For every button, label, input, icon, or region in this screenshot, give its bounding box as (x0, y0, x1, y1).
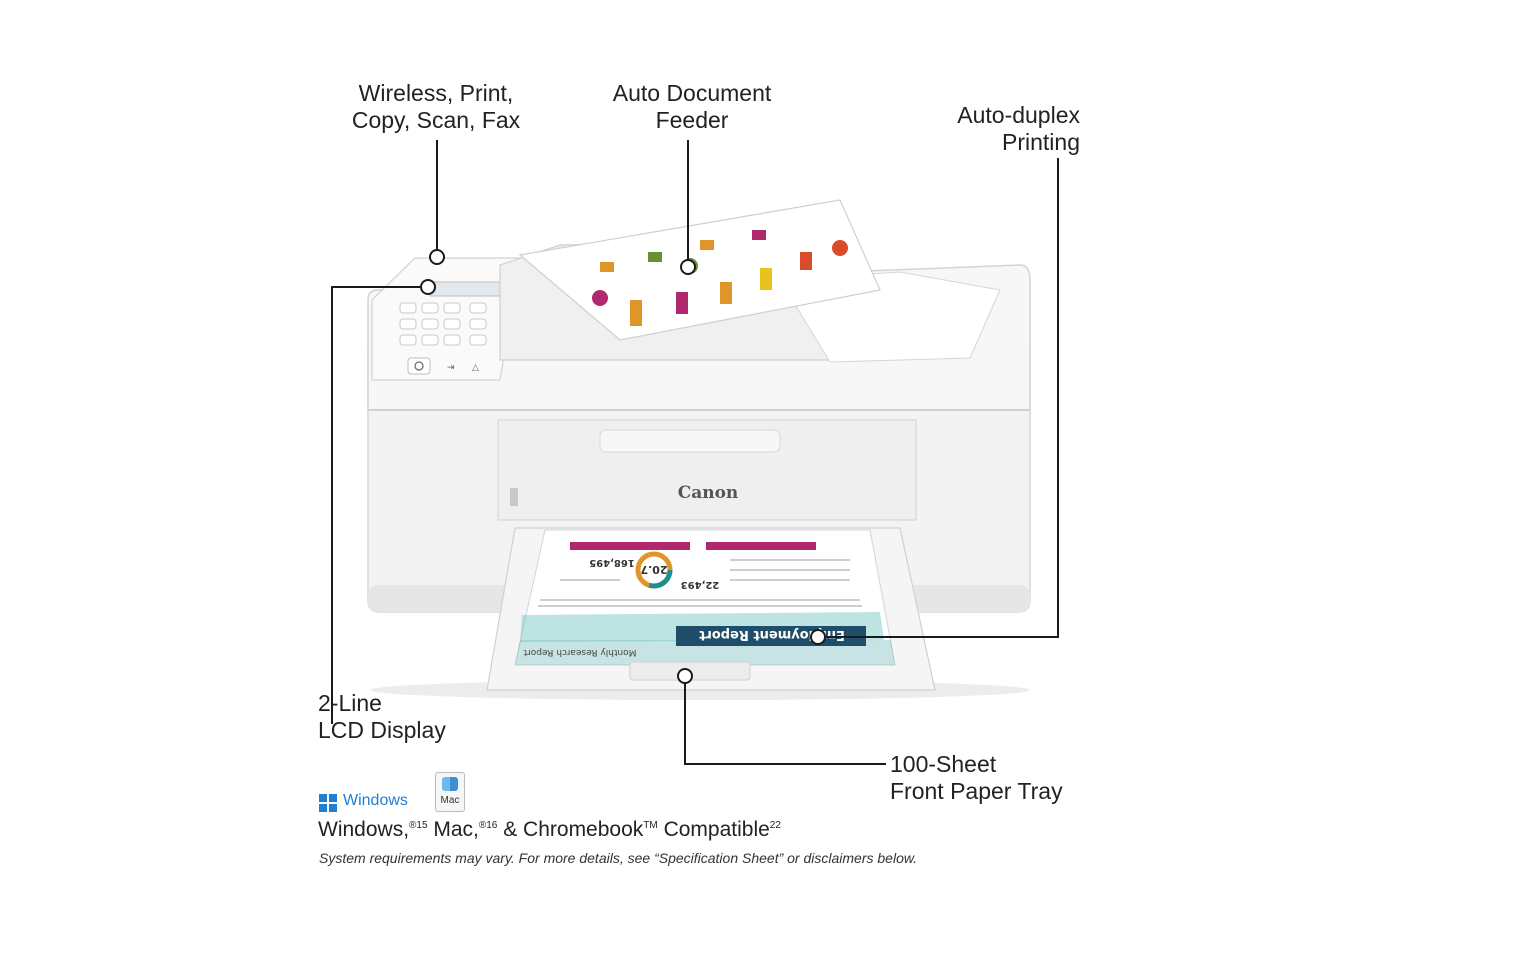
callout-lcd-line1: 2-Line (318, 690, 382, 716)
callout-lcd: 2-Line LCD Display (318, 690, 446, 744)
printer-brand-logo: Canon (678, 483, 739, 503)
report-stat-3: 22,493 (681, 579, 720, 590)
compat-windows: Windows, (318, 818, 410, 841)
windows-logo-icon (319, 794, 337, 812)
callout-lcd-line2: LCD Display (318, 717, 446, 743)
report-subtitle: Monthly Research Report (523, 647, 636, 657)
mac-finder-icon: Mac (435, 772, 465, 812)
callout-tray-line2: Front Paper Tray (890, 778, 1063, 804)
compat-compatible-sup: 22 (769, 820, 781, 831)
wireless-callout-dot (429, 249, 445, 265)
callout-wireless: Wireless, Print, Copy, Scan, Fax (336, 80, 536, 134)
compat-chromebook-sup: TM (643, 820, 658, 831)
compat-compatible: Compatible (657, 818, 770, 841)
callout-duplex-line2: Printing (1002, 129, 1080, 155)
report-stat-1: 20.7 (640, 563, 667, 576)
report-stat-2: 168,495 (589, 557, 635, 568)
lcd-callout-dot (420, 279, 436, 295)
compat-chromebook: & Chromebook (497, 818, 644, 841)
adf-callout-dot (680, 259, 696, 275)
tray-callout-dot (677, 668, 693, 684)
duplex-callout-dot (810, 629, 826, 645)
callout-wireless-line1: Wireless, Print, (358, 80, 514, 106)
callout-adf: Auto Document Feeder (592, 80, 792, 134)
callout-adf-line1: Auto Document (612, 80, 772, 106)
windows-logo-text: Windows (343, 792, 408, 809)
callout-adf-line2: Feeder (655, 107, 729, 133)
svg-text:⇥: ⇥ (447, 363, 455, 373)
compat-windows-sup: ®15 (409, 820, 428, 831)
compat-mac-sup: ®16 (478, 820, 498, 831)
report-title: Employment Report (699, 627, 845, 642)
callout-duplex: Auto-duplex Printing (900, 102, 1080, 156)
callout-tray-line1: 100-Sheet (890, 751, 997, 777)
callout-wireless-line2: Copy, Scan, Fax (351, 107, 521, 133)
callout-tray: 100-Sheet Front Paper Tray (890, 751, 1063, 805)
compat-mac: Mac, (427, 818, 479, 841)
mac-logo-text: Mac (440, 795, 460, 806)
callout-duplex-line1: Auto-duplex (957, 102, 1080, 128)
system-requirements-disclaimer: System requirements may vary. For more d… (319, 850, 918, 866)
svg-text:△: △ (472, 363, 479, 373)
compatibility-line: Windows,®15 Mac,®16 & ChromebookTM Compa… (318, 818, 781, 842)
